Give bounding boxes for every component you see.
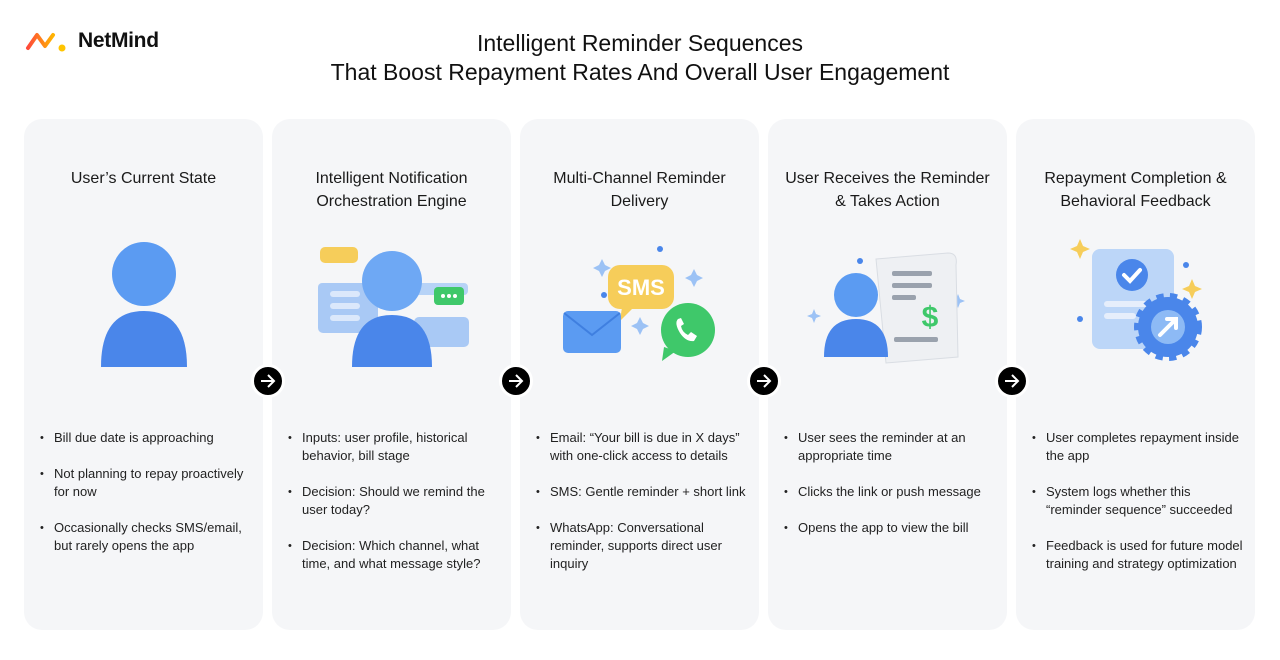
bullet-item: SMS: Gentle reminder + short link: [536, 483, 751, 501]
card-repayment-feedback: Repayment Completion & Behavioral Feedba…: [1016, 119, 1255, 630]
orchestration-engine-icon: [318, 247, 469, 367]
user-icon: [101, 242, 187, 367]
bullet-item: Email: “Your bill is due in X days” with…: [536, 429, 751, 465]
bullet-list: Inputs: user profile, historical behavio…: [288, 429, 503, 591]
card-orchestration-engine: Intelligent Notification Orchestration E…: [272, 119, 511, 630]
svg-text:$: $: [922, 301, 939, 334]
bullet-item: System logs whether this “reminder seque…: [1032, 483, 1247, 519]
bullet-item: Inputs: user profile, historical behavio…: [288, 429, 503, 465]
card-title: User Receives the Reminder & Takes Actio…: [785, 170, 990, 210]
card-title: Repayment Completion & Behavioral Feedba…: [1044, 170, 1227, 210]
arrow-right-icon: [251, 364, 285, 398]
netmind-logo: NetMind: [24, 29, 159, 53]
bullet-item: Not planning to repay proactively for no…: [40, 465, 255, 501]
user-bill-icon: $: [807, 252, 965, 364]
bullet-list: Bill due date is approaching Not plannin…: [40, 429, 255, 573]
bullet-item: Feedback is used for future model traini…: [1032, 537, 1247, 573]
bullet-item: Clicks the link or push message: [784, 483, 999, 501]
bullet-list: Email: “Your bill is due in X days” with…: [536, 429, 751, 591]
bullet-item: User sees the reminder at an appropriate…: [784, 429, 999, 465]
arrow-right-icon: [747, 364, 781, 398]
card-title: Intelligent Notification Orchestration E…: [315, 170, 468, 210]
sms-label: SMS: [617, 275, 665, 300]
title-line-1: Intelligent Reminder Sequences: [476, 30, 804, 56]
bullet-list: User completes repayment inside the app …: [1032, 429, 1247, 591]
card-user-current-state: User’s Current State Bill due date is ap…: [24, 119, 263, 630]
page-title: Intelligent Reminder Sequences That Boos…: [0, 29, 1280, 87]
bullet-item: Bill due date is approaching: [40, 429, 255, 447]
bullet-item: Decision: Should we remind the user toda…: [288, 483, 503, 519]
card-title: User’s Current State: [70, 170, 217, 187]
bullet-item: Decision: Which channel, what time, and …: [288, 537, 503, 573]
brand-name: NetMind: [78, 29, 159, 52]
bullet-item: Opens the app to view the bill: [784, 519, 999, 537]
netmind-logo-icon: [26, 33, 66, 52]
bullet-item: Occasionally checks SMS/email, but rarel…: [40, 519, 255, 555]
repayment-feedback-icon: [1070, 239, 1202, 361]
arrow-right-icon: [995, 364, 1029, 398]
bullet-item: WhatsApp: Conversational reminder, suppo…: [536, 519, 751, 573]
card-user-takes-action: User Receives the Reminder & Takes Actio…: [768, 119, 1007, 630]
card-multichannel-delivery: Multi-Channel Reminder Delivery SMS Emai…: [520, 119, 759, 630]
bullet-list: User sees the reminder at an appropriate…: [784, 429, 999, 555]
bullet-item: User completes repayment inside the app: [1032, 429, 1247, 465]
card-title: Multi-Channel Reminder Delivery: [553, 170, 726, 210]
multichannel-icon: SMS: [563, 246, 715, 361]
arrow-right-icon: [499, 364, 533, 398]
title-line-2: That Boost Repayment Rates And Overall U…: [330, 59, 950, 85]
